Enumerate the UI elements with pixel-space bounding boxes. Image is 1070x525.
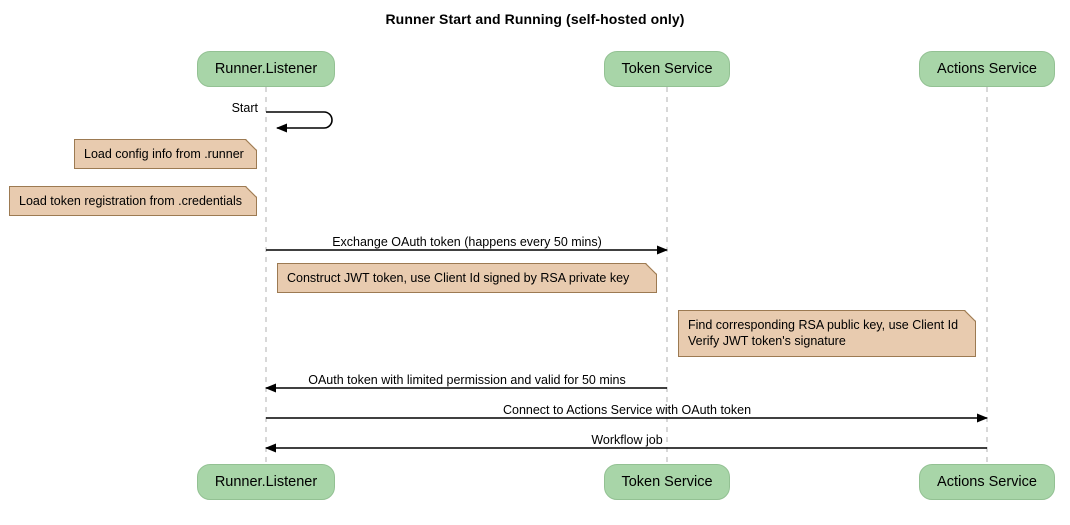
participant-actions-top[interactable]: Actions Service xyxy=(919,51,1055,87)
msg-exchange-oauth-label: Exchange OAuth token (happens every 50 m… xyxy=(332,235,602,249)
note-load-token-registration: Load token registration from .credential… xyxy=(9,186,257,216)
note-text: Find corresponding RSA public key, use C… xyxy=(688,318,959,348)
note-verify-jwt: Find corresponding RSA public key, use C… xyxy=(678,310,976,357)
participant-label: Actions Service xyxy=(937,61,1037,77)
self-message-label-start: Start xyxy=(231,101,258,115)
note-text: Construct JWT token, use Client Id signe… xyxy=(287,271,630,285)
participant-token-bottom[interactable]: Token Service xyxy=(604,464,730,500)
note-fold-line-icon xyxy=(245,186,257,198)
msg-connect-actions-label: Connect to Actions Service with OAuth to… xyxy=(502,403,752,417)
note-load-config: Load config info from .runner xyxy=(74,139,257,169)
self-message-start xyxy=(266,111,333,133)
note-fold-icon xyxy=(646,263,657,274)
participant-label: Token Service xyxy=(621,61,713,77)
note-text: Load token registration from .credential… xyxy=(19,194,243,208)
note-fold-line-icon xyxy=(645,263,657,275)
participant-actions-bottom[interactable]: Actions Service xyxy=(919,464,1055,500)
msg-oauth-token-return-label: OAuth token with limited permission and … xyxy=(308,373,626,387)
participant-label: Token Service xyxy=(621,474,713,490)
msg-workflow-job-label: Workflow job xyxy=(591,433,663,447)
participant-runner-bottom[interactable]: Runner.Listener xyxy=(197,464,335,500)
participant-runner-top[interactable]: Runner.Listener xyxy=(197,51,335,87)
note-construct-jwt: Construct JWT token, use Client Id signe… xyxy=(277,263,657,293)
participant-label: Runner.Listener xyxy=(214,474,318,490)
page-title: Runner Start and Running (self-hosted on… xyxy=(385,11,685,27)
note-fold-line-icon xyxy=(245,139,257,151)
participant-label: Actions Service xyxy=(937,474,1037,490)
note-fold-icon xyxy=(246,139,257,150)
participant-token-top[interactable]: Token Service xyxy=(604,51,730,87)
note-fold-line-icon xyxy=(964,310,976,322)
note-fold-icon xyxy=(246,186,257,197)
note-fold-icon xyxy=(965,310,976,321)
participant-label: Runner.Listener xyxy=(214,61,318,77)
note-text: Load config info from .runner xyxy=(84,147,244,161)
